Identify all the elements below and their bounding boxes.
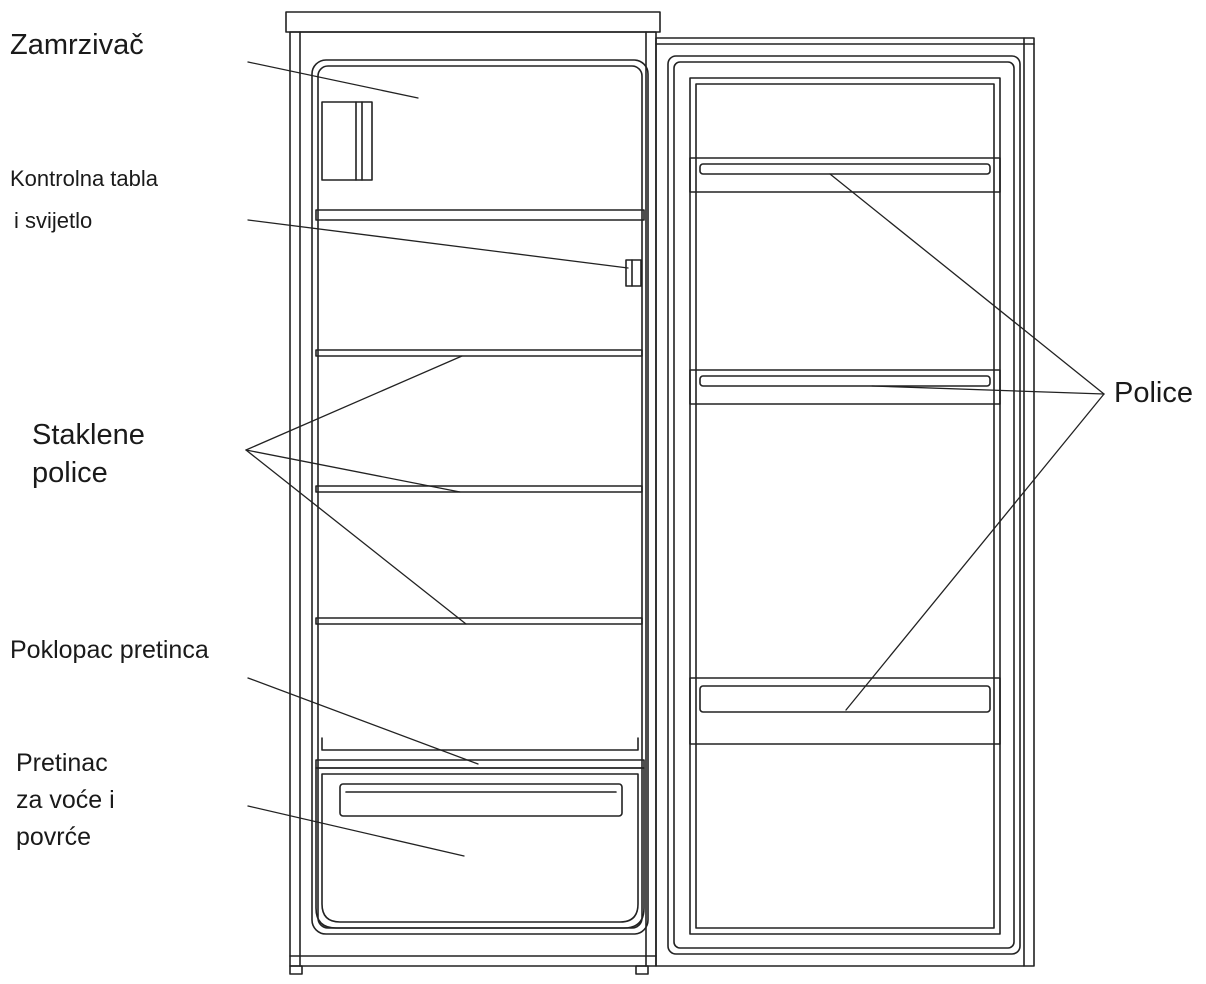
door-shelf-2 xyxy=(689,369,1001,405)
door-shelves xyxy=(689,157,1001,745)
leader-glass-shelf-2 xyxy=(245,449,461,493)
label-crisper-line1: Pretinac xyxy=(16,749,108,777)
crisper-drawer-body xyxy=(315,767,645,929)
label-crisper-line2: za voće i xyxy=(16,786,115,814)
leader-door-shelf-2 xyxy=(871,385,1105,395)
door-shelf-2-body xyxy=(689,369,1001,405)
door-shelf-1-body xyxy=(689,157,1001,193)
open-door xyxy=(655,37,1035,967)
leader-crisper-cover xyxy=(247,677,479,765)
control-panel xyxy=(625,259,642,287)
label-control-panel-line2: i svijetlo xyxy=(14,208,93,233)
cabinet-body xyxy=(285,11,661,975)
crisper-drawer xyxy=(315,767,645,929)
leader-glass-shelf-1 xyxy=(245,355,463,451)
leader-crisper xyxy=(247,805,465,857)
door-shelf-3 xyxy=(689,677,1001,745)
cabinet-outer-wall xyxy=(289,31,657,967)
cabinet-top-cap xyxy=(285,11,661,33)
foot-right xyxy=(635,965,649,975)
crisper-drawer-inner xyxy=(321,773,639,923)
cabinet-liner-outer xyxy=(311,59,649,935)
door-gasket-inner xyxy=(673,61,1015,949)
label-freezer: Zamrzivač xyxy=(10,29,144,61)
freezer-bottom-shelf xyxy=(315,209,645,221)
glass-shelf-1 xyxy=(315,349,643,357)
door-gasket-outer xyxy=(667,55,1021,955)
door-panel-inner xyxy=(695,83,995,929)
control-panel-box xyxy=(625,259,642,287)
cabinet-liner-inner xyxy=(317,65,643,929)
leader-freezer xyxy=(247,61,419,99)
freezer-compartment xyxy=(315,101,645,221)
crisper-cover-plate xyxy=(315,759,645,769)
glass-shelf-2 xyxy=(315,485,643,493)
crisper-cover-rim xyxy=(321,737,639,751)
glass-shelf-3 xyxy=(315,617,643,625)
leader-door-shelf-3 xyxy=(845,393,1105,711)
label-crisper-cover: Poklopac pretinca xyxy=(10,636,209,664)
leader-lines xyxy=(245,61,1105,857)
freezer-flap xyxy=(321,101,373,181)
leader-door-shelf-1 xyxy=(829,173,1105,395)
label-crisper-line3: povrće xyxy=(16,823,92,851)
door-shelf-1 xyxy=(689,157,1001,193)
crisper-cover xyxy=(315,737,645,769)
door-shelf-3-front xyxy=(699,685,991,713)
door-outer xyxy=(655,37,1035,967)
label-control-panel-line1: Kontrolna tabla xyxy=(10,166,158,191)
label-glass-shelves-line1: Staklene xyxy=(32,419,145,451)
door-panel-outer xyxy=(689,77,1001,935)
door-shelf-3-body xyxy=(689,677,1001,745)
door-shelf-2-front xyxy=(699,375,991,387)
foot-left xyxy=(289,965,303,975)
leader-control-panel xyxy=(247,219,629,269)
label-door-shelves: Police xyxy=(1114,377,1193,409)
leader-glass-shelf-3 xyxy=(245,449,467,625)
crisper-handle xyxy=(339,783,623,817)
door-shelf-1-front xyxy=(699,163,991,175)
glass-shelves xyxy=(315,349,643,625)
label-glass-shelves-line2: police xyxy=(32,457,108,489)
